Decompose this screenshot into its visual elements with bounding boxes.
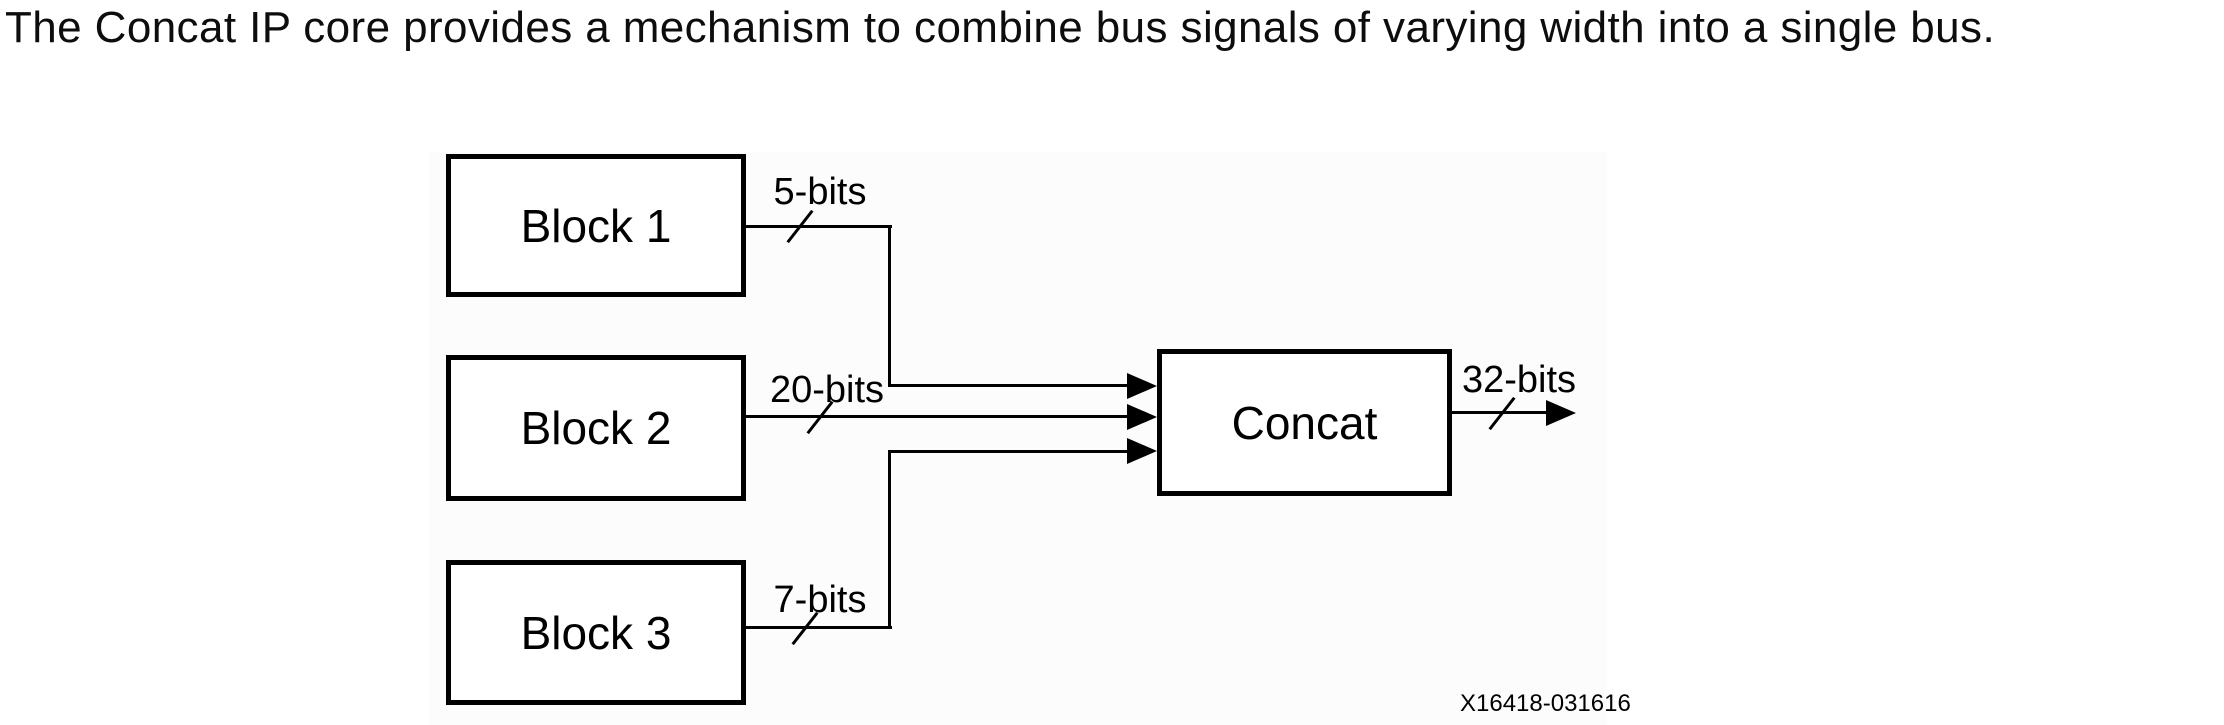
figure-id-caption: X16418-031616 [1460, 690, 1631, 717]
bus2-arrowhead-icon [1127, 404, 1157, 430]
bus3-width-label: 7-bits [773, 579, 867, 621]
block-3-box: Block 3 [446, 560, 746, 705]
bus1-wire-horizontal-stub [746, 225, 892, 228]
block-3-label: Block 3 [520, 606, 672, 659]
bus3-wire-horizontal-stub [746, 626, 892, 629]
output-bus-width-label: 32-bits [1462, 359, 1577, 401]
page-title: The Concat IP core provides a mechanism … [5, 3, 1996, 52]
block-2-label: Block 2 [520, 402, 672, 454]
bus3-wire-vertical [888, 450, 891, 629]
bus3-arrowhead-icon [1127, 438, 1157, 464]
concat-label: Concat [1231, 396, 1378, 449]
block-1-box: Block 1 [446, 154, 746, 297]
block-1-label: Block 1 [520, 199, 672, 252]
bus2-wire-to-concat [746, 415, 1127, 418]
bus3-wire-to-concat [888, 450, 1127, 453]
bus1-wire-vertical [888, 225, 891, 386]
output-bus-arrowhead-icon [1546, 400, 1576, 426]
concat-box: Concat [1157, 349, 1452, 496]
bus1-wire-to-concat [888, 384, 1127, 387]
bus2-width-label: 20-bits [770, 369, 885, 411]
block-2-box: Block 2 [446, 355, 746, 501]
bus1-arrowhead-icon [1127, 373, 1157, 399]
bus1-width-label: 5-bits [773, 171, 867, 213]
